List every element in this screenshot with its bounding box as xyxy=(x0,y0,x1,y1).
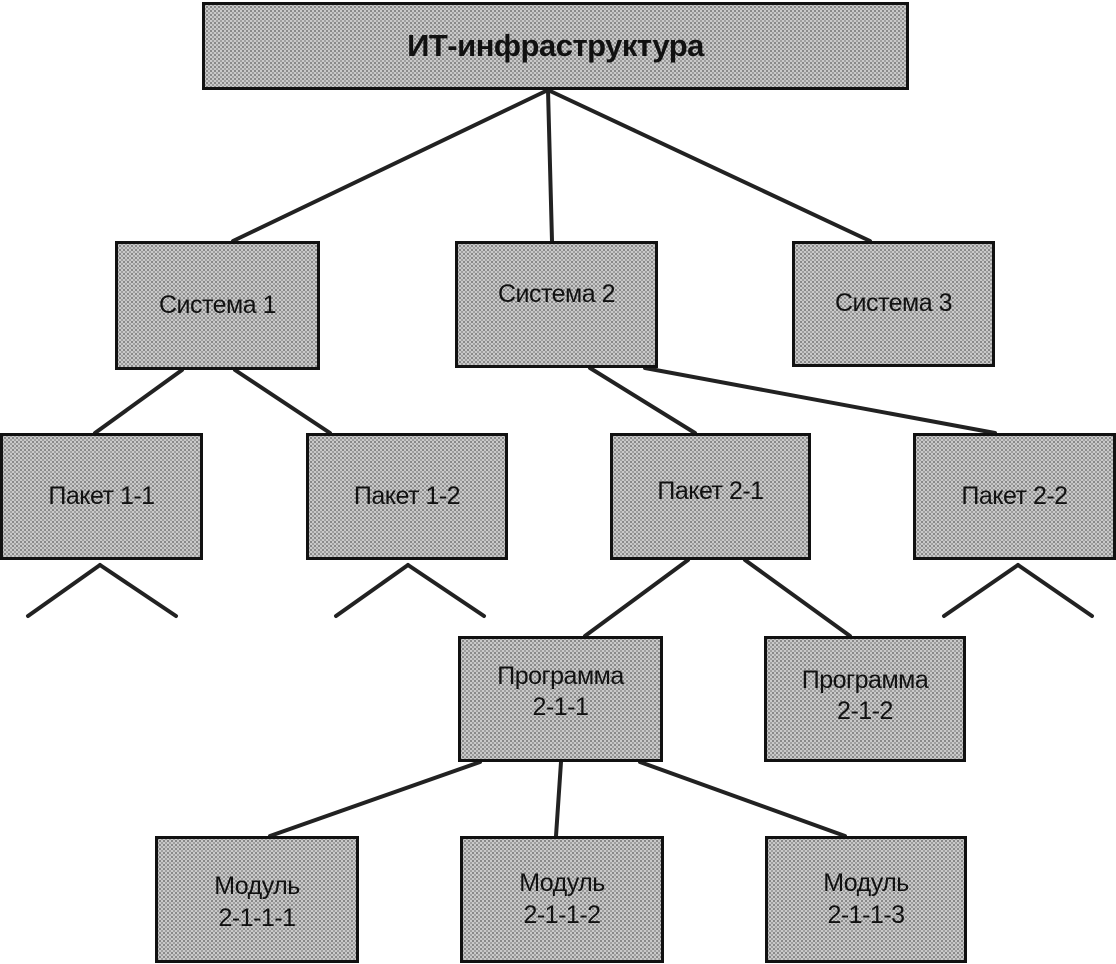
edge-system-1-package-1-1 xyxy=(93,368,184,435)
module-label: Модуль 2-1-1-2 xyxy=(519,869,605,929)
package-node-1-1: Пакет 1-1 xyxy=(0,433,203,560)
module-node-2-1-1-3: Модуль 2-1-1-3 xyxy=(765,836,967,963)
system-node-2: Система 2 xyxy=(455,241,658,368)
branch-package-1-1-left xyxy=(26,563,102,618)
root-label: ИТ-инфраструктура xyxy=(407,27,704,63)
system-label: Система 1 xyxy=(158,290,277,319)
package-label: Пакет 2-2 xyxy=(961,481,1068,510)
edge-root-system-2 xyxy=(546,88,554,243)
system-node-1: Система 1 xyxy=(115,241,320,370)
system-label: Система 3 xyxy=(834,289,953,318)
package-node-2-1: Пакет 2-1 xyxy=(610,433,811,560)
package-node-1-2: Пакет 1-2 xyxy=(306,433,508,560)
module-label: Модуль 2-1-1-1 xyxy=(214,872,300,932)
module-node-2-1-1-1: Модуль 2-1-1-1 xyxy=(155,836,359,963)
system-node-3: Система 3 xyxy=(792,241,995,367)
branch-package-2-2-right xyxy=(1016,563,1094,618)
program-node-2-1-1: Программа 2-1-1 xyxy=(458,636,663,762)
edge-program-module-1 xyxy=(268,760,482,838)
package-node-2-2: Пакет 2-2 xyxy=(913,433,1116,560)
package-label: Пакет 2-1 xyxy=(657,476,764,505)
module-node-2-1-1-2: Модуль 2-1-1-2 xyxy=(460,836,664,963)
program-label: Программа 2-1-2 xyxy=(801,665,929,725)
branch-package-1-2-right xyxy=(406,563,486,618)
edge-package-2-1-program-2-1-2 xyxy=(743,558,852,638)
program-label: Программа 2-1-1 xyxy=(497,661,624,721)
package-label: Пакет 1-2 xyxy=(353,481,461,510)
branch-package-1-1-right xyxy=(98,563,178,618)
edge-root-system-3 xyxy=(546,88,872,243)
module-label: Модуль 2-1-1-3 xyxy=(823,869,909,929)
branch-package-1-2-left xyxy=(334,563,410,618)
edge-program-module-2 xyxy=(554,760,563,838)
root-node: ИТ-инфраструктура xyxy=(202,2,909,90)
package-label: Пакет 1-1 xyxy=(48,481,155,510)
branch-package-2-2-left xyxy=(942,563,1020,618)
edge-root-system-1 xyxy=(231,88,550,243)
edge-program-module-3 xyxy=(638,760,847,838)
edge-system-1-package-1-2 xyxy=(233,368,332,435)
edge-package-2-1-program-2-1-1 xyxy=(583,558,690,638)
edge-system-2-package-2-2 xyxy=(643,366,997,435)
edge-system-2-package-2-1 xyxy=(588,366,697,435)
program-node-2-1-2: Программа 2-1-2 xyxy=(764,636,966,762)
system-label: Система 2 xyxy=(497,279,616,308)
